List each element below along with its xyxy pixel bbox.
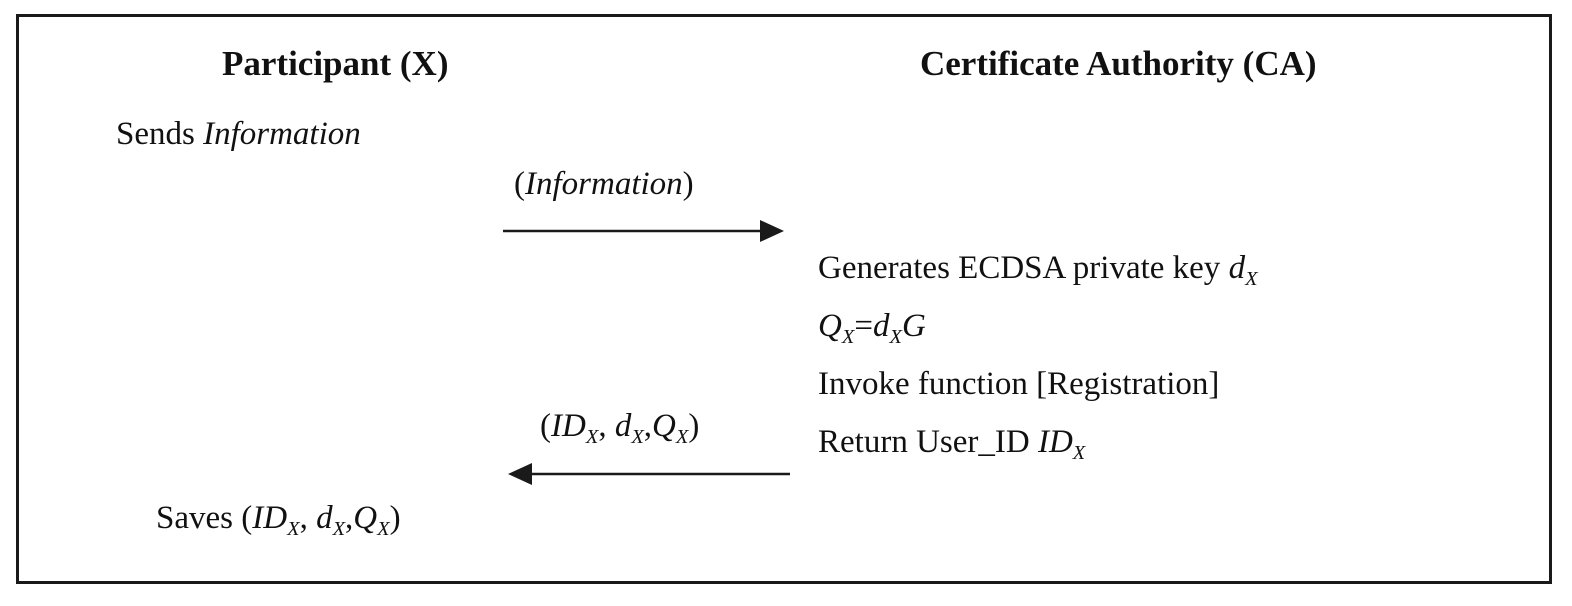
qx-equation: QX=dXG [818, 308, 926, 349]
sends-label: Sends [116, 116, 195, 152]
paren-close: ) [682, 166, 694, 202]
response-message-label: (IDX, dX,QX) [540, 408, 700, 449]
dxg-symbol: dXG [872, 308, 926, 349]
dx-symbol: dX [1228, 250, 1258, 291]
qx-symbol: QX [818, 308, 855, 349]
ca-header: Certificate Authority (CA) [920, 44, 1317, 83]
generate-label: Generates ECDSA private key [818, 250, 1221, 286]
request-message-label: (Information) [514, 168, 694, 201]
return-label: Return User_ID [818, 424, 1030, 460]
invoke-registration-step: Invoke function [Registration] [818, 366, 1220, 402]
paren-open: ( [514, 166, 525, 202]
saves-step: Saves (IDX, dX,QX) [156, 500, 401, 541]
participant-header: Participant (X) [222, 44, 449, 83]
equals-sign: = [854, 308, 873, 344]
request-information-var: Information [525, 166, 683, 202]
generate-key-step: Generates ECDSA private key dX [818, 250, 1258, 291]
idx-symbol: IDX [1037, 424, 1086, 465]
request-arrowhead [760, 220, 784, 242]
diagram-frame [16, 14, 1552, 584]
saves-label: Saves [156, 500, 233, 536]
response-arrowhead [508, 463, 532, 485]
sends-information-step: Sends Information [116, 118, 361, 151]
return-userid-step: Return User_ID IDX [818, 424, 1086, 465]
information-var: Information [203, 116, 361, 152]
